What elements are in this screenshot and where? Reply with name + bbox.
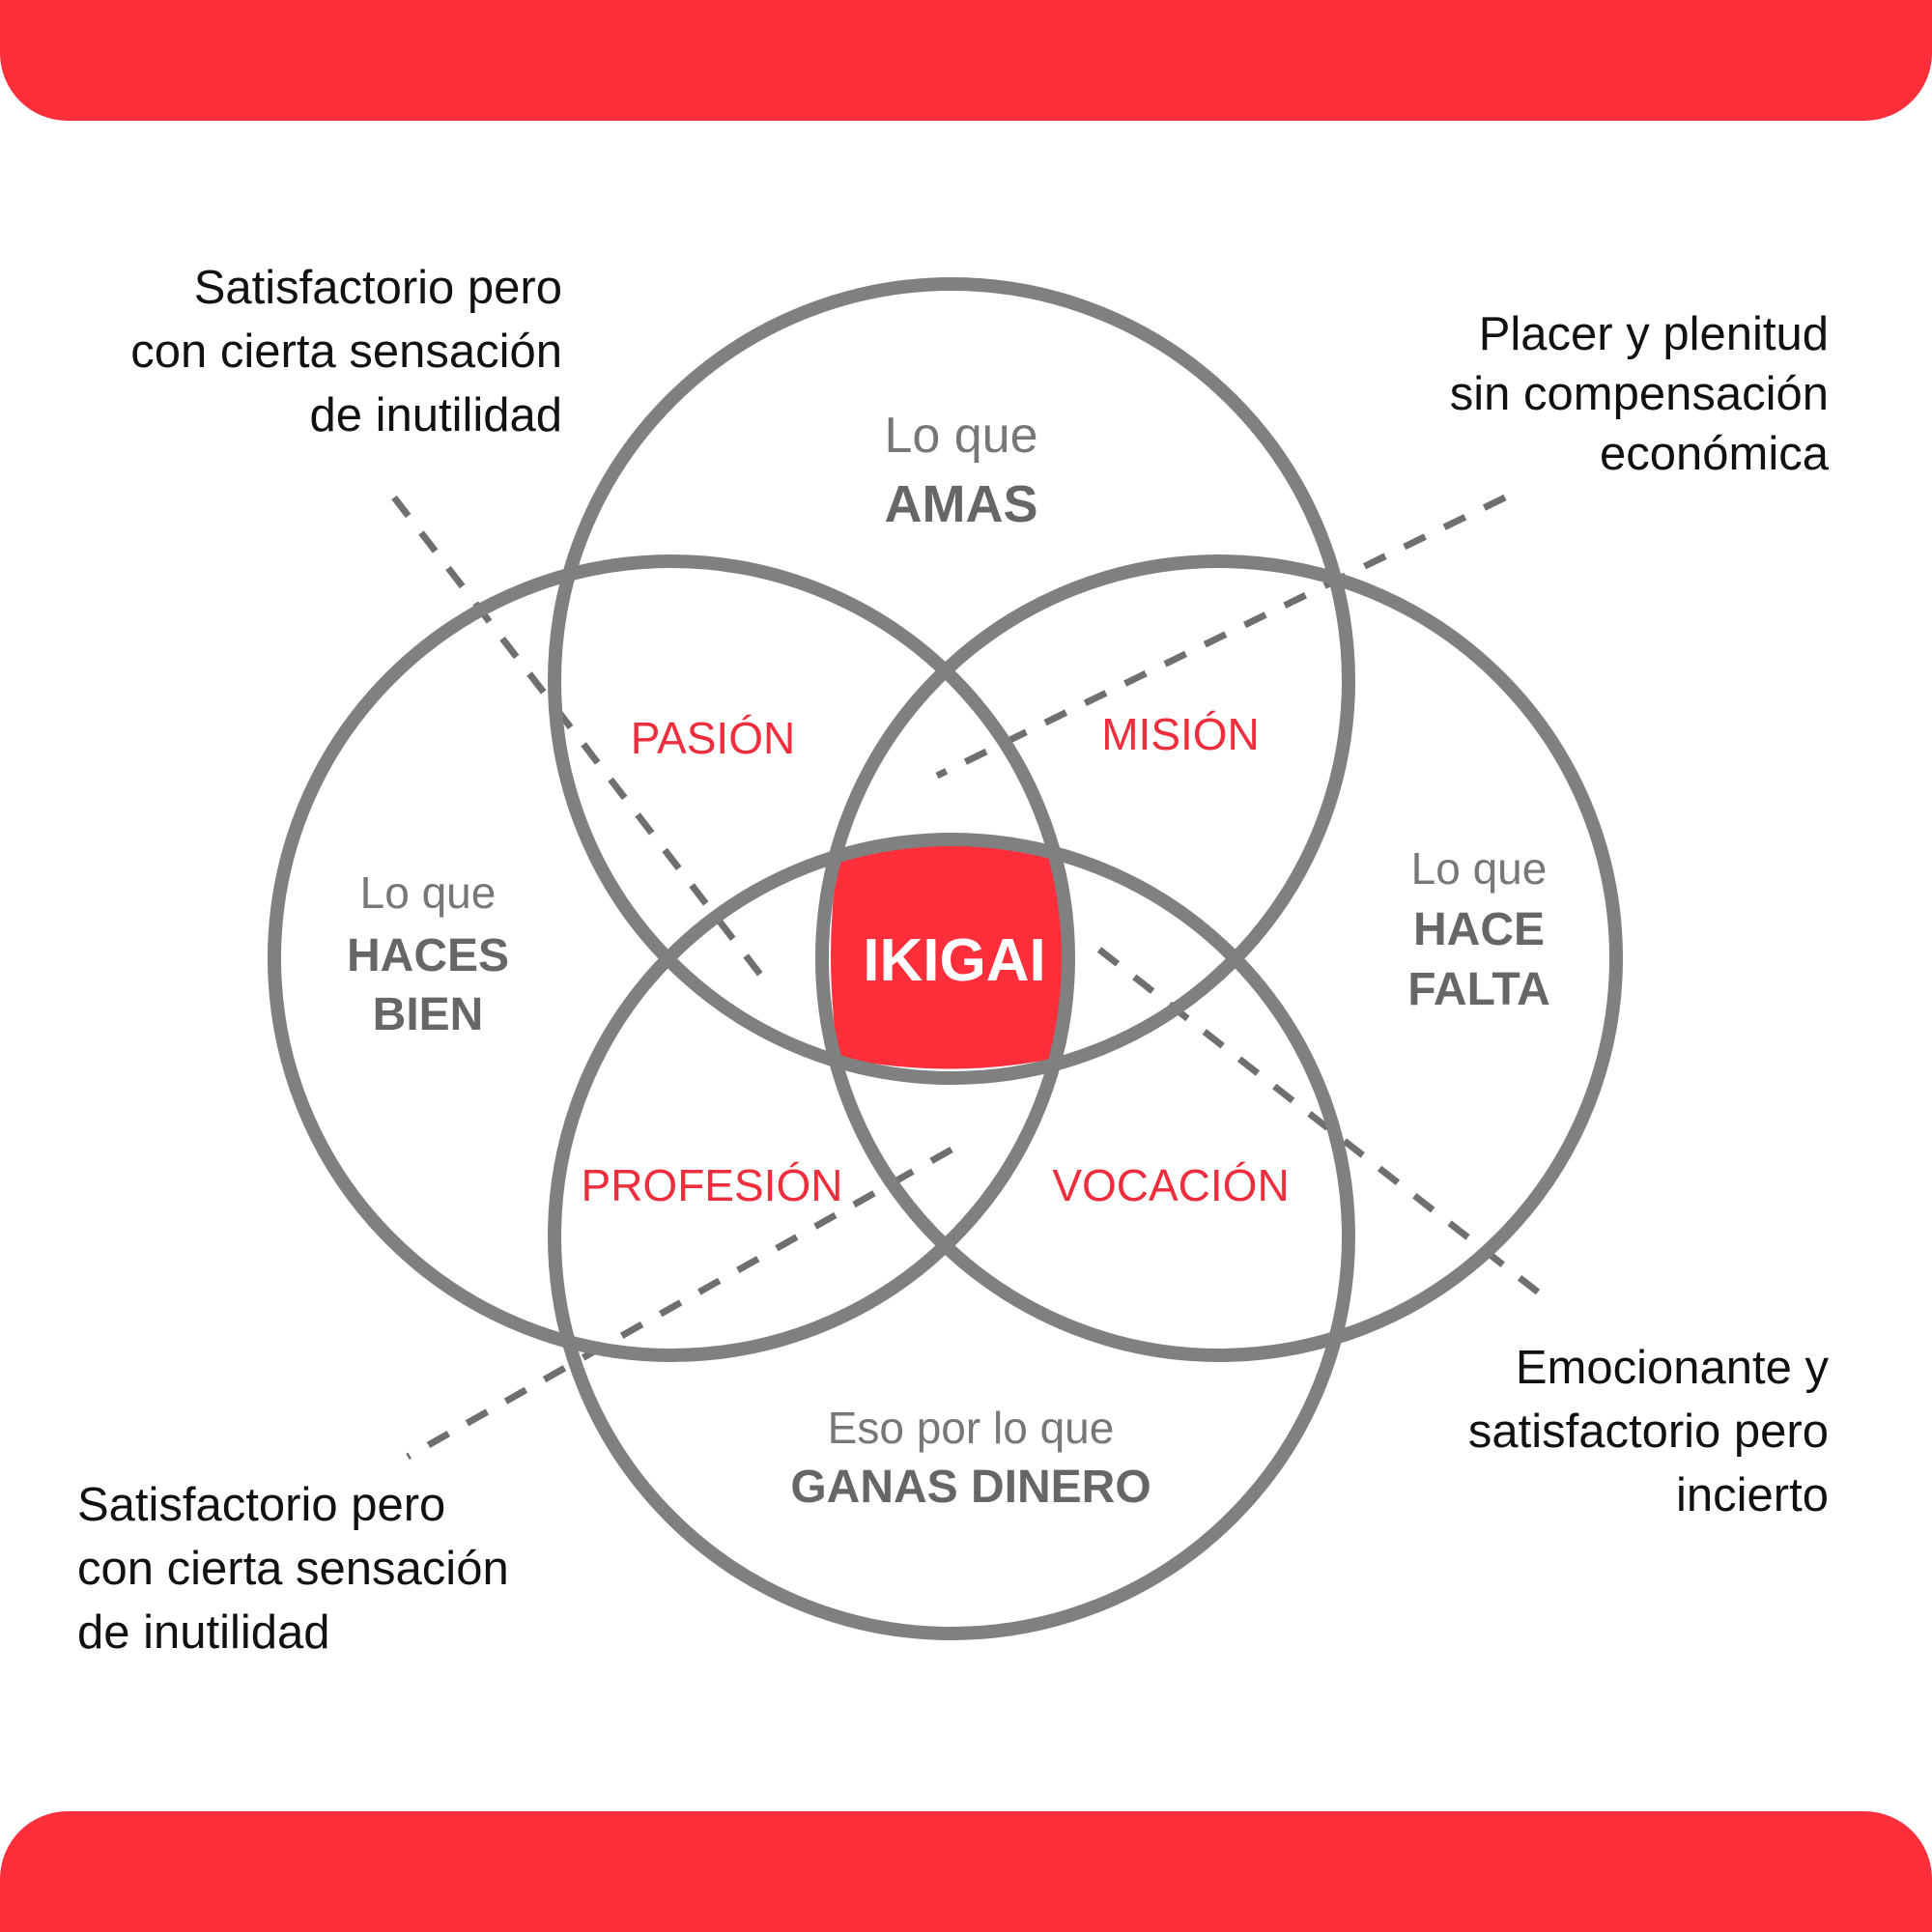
dashed-line-top-left — [391, 495, 764, 979]
left-circle-line2: HACES — [347, 930, 509, 981]
dashed-line-top-right — [935, 494, 1507, 780]
note-bottom-right: Emocionante y satisfactorio pero inciert… — [1468, 1336, 1829, 1527]
zone-pasion: PASIÓN — [631, 713, 795, 763]
zone-mision: MISIÓN — [1101, 709, 1260, 759]
bottom-banner — [0, 1811, 1932, 1932]
note-bottom-left-line2: con cierta sensación — [77, 1543, 509, 1595]
note-bottom-right-line3: incierto — [1676, 1469, 1829, 1521]
right-circle-line2: HACE — [1413, 904, 1545, 955]
circle-ganas-dinero — [548, 833, 1355, 1640]
left-circle-line3: BIEN — [373, 989, 484, 1040]
note-top-right-line1: Placer y plenitud — [1478, 308, 1829, 360]
zone-profesion: PROFESIÓN — [582, 1160, 843, 1210]
ikigai-label: IKIGAI — [863, 927, 1045, 994]
bottom-circle-line1: Eso por lo que — [828, 1403, 1115, 1453]
right-circle-line3: FALTA — [1407, 964, 1550, 1015]
note-top-right-line3: económica — [1600, 428, 1829, 480]
right-circle-line1: Lo que — [1411, 843, 1548, 894]
top-circle-line2: AMAS — [885, 475, 1038, 533]
note-bottom-left: Satisfactorio pero con cierta sensación … — [77, 1473, 509, 1664]
circle-lo-que-amas — [548, 277, 1355, 1085]
note-top-right-line2: sin compensación — [1449, 368, 1829, 420]
note-bottom-right-line2: satisfactorio pero — [1467, 1406, 1829, 1458]
circle-lo-que-haces-bien — [268, 554, 1075, 1362]
note-top-left-line3: de inutilidad — [309, 389, 562, 441]
note-top-left: Satisfactorio pero con cierta sensación … — [130, 256, 562, 447]
circle-lo-que-hace-falta — [815, 554, 1623, 1362]
left-circle-line1: Lo que — [360, 867, 497, 918]
note-top-right: Placer y plenitud sin compensación econó… — [1450, 304, 1829, 484]
bottom-circle-line2: GANAS DINERO — [790, 1462, 1151, 1513]
note-bottom-right-line1: Emocionante y — [1515, 1342, 1829, 1394]
top-banner — [0, 0, 1932, 121]
note-top-left-line1: Satisfactorio pero — [193, 262, 562, 314]
note-bottom-left-line1: Satisfactorio pero — [77, 1479, 446, 1531]
note-top-left-line2: con cierta sensación — [130, 326, 562, 378]
note-bottom-left-line3: de inutilidad — [77, 1606, 330, 1659]
zone-vocacion: VOCACIÓN — [1052, 1160, 1289, 1210]
top-circle-line1: Lo que — [884, 408, 1037, 464]
ikigai-center-shape — [831, 842, 1066, 1069]
dashed-line-bottom-left — [406, 1146, 953, 1461]
